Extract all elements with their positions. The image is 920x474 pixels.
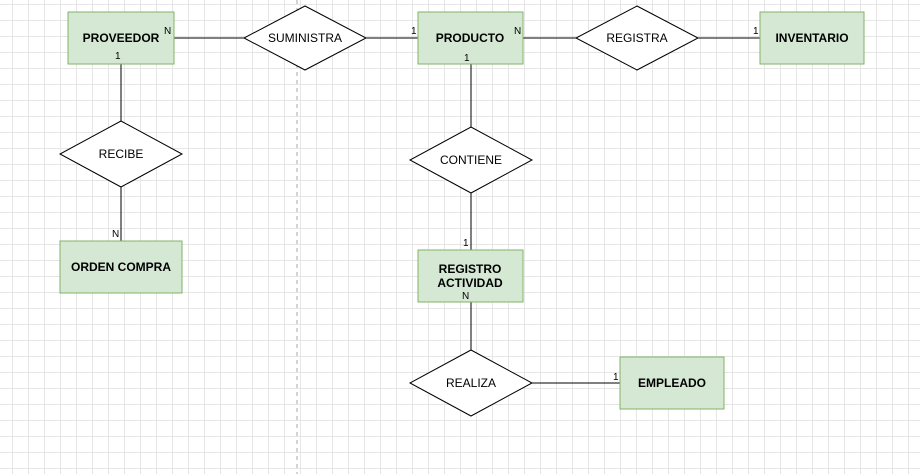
entity-empleado[interactable]: EMPLEADO bbox=[619, 356, 725, 410]
entity-label: PROVEEDOR bbox=[83, 31, 160, 45]
cardinality-producto-contiene: 1 bbox=[464, 53, 470, 64]
relationship-suministra[interactable]: SUMINISTRA bbox=[242, 5, 368, 71]
relationship-label: SUMINISTRA bbox=[268, 31, 342, 45]
relationship-diamond bbox=[58, 120, 184, 188]
cardinality-registro-realiza: N bbox=[462, 291, 469, 302]
relationship-label: REGISTRA bbox=[606, 31, 667, 45]
relationship-diamond bbox=[408, 126, 534, 194]
relationship-realiza[interactable]: REALIZA bbox=[408, 349, 534, 417]
cardinality-recibe-orden: N bbox=[112, 229, 119, 240]
relationship-registra[interactable]: REGISTRA bbox=[574, 5, 700, 71]
cardinality-labels: N 1 N 1 1 N 1 1 N 1 bbox=[112, 26, 759, 383]
relationship-diamond bbox=[408, 349, 534, 417]
cardinality-proveedor-recibe: 1 bbox=[115, 51, 121, 62]
entity-box bbox=[59, 240, 183, 294]
cardinality-producto-registra: N bbox=[514, 26, 521, 37]
entity-label-line-1: REGISTRO bbox=[439, 262, 502, 276]
entity-inventario[interactable]: INVENTARIO bbox=[759, 11, 865, 65]
cardinality-proveedor-suministra: N bbox=[164, 26, 171, 37]
cardinality-registra-inventario: 1 bbox=[753, 26, 759, 37]
entity-label: ORDEN COMPRA bbox=[71, 260, 171, 274]
relationship-label: RECIBE bbox=[99, 147, 144, 161]
entity-label-line-2: ACTIVIDAD bbox=[437, 276, 503, 290]
entity-label: PRODUCTO bbox=[436, 31, 504, 45]
entity-label: INVENTARIO bbox=[775, 31, 848, 45]
entity-label: EMPLEADO bbox=[638, 376, 706, 390]
entity-producto[interactable]: PRODUCTO bbox=[417, 11, 524, 65]
entity-proveedor[interactable]: PROVEEDOR bbox=[67, 11, 175, 65]
entity-box bbox=[619, 356, 725, 410]
cardinality-contiene-registro: 1 bbox=[463, 238, 469, 249]
entity-orden-compra[interactable]: ORDEN COMPRA bbox=[59, 240, 183, 294]
cardinality-realiza-empleado: 1 bbox=[613, 372, 619, 383]
entity-registro-actividad[interactable]: REGISTRO ACTIVIDAD bbox=[417, 249, 524, 303]
entity-box bbox=[417, 11, 524, 65]
relationship-label: REALIZA bbox=[446, 376, 496, 390]
entity-box bbox=[759, 11, 865, 65]
connector-lines bbox=[120, 37, 760, 384]
relationship-label: CONTIENE bbox=[440, 153, 502, 167]
relationship-contiene[interactable]: CONTIENE bbox=[408, 126, 534, 194]
relationship-recibe[interactable]: RECIBE bbox=[58, 120, 184, 188]
entity-box bbox=[417, 249, 524, 303]
relationship-diamond bbox=[574, 5, 700, 71]
cardinality-suministra-producto: 1 bbox=[411, 26, 417, 37]
relationship-diamond bbox=[242, 5, 368, 71]
entity-box bbox=[67, 11, 175, 65]
